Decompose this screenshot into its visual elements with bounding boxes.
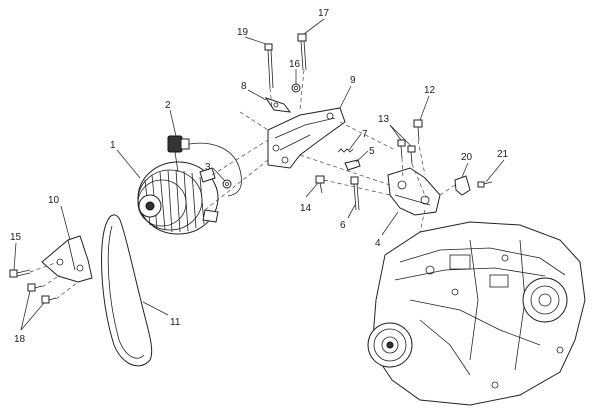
drive-belt <box>101 214 153 367</box>
screw-21 <box>477 181 493 188</box>
nut-3 <box>222 179 232 189</box>
callout-5: 5 <box>369 146 375 157</box>
bolt-12 <box>413 119 423 141</box>
clip <box>344 159 361 171</box>
bolts-18 <box>27 283 57 304</box>
bolt-19 <box>264 43 274 89</box>
callout-8: 8 <box>241 81 247 92</box>
lower-bracket <box>41 235 93 283</box>
bolt-6 <box>350 176 360 211</box>
callout-15: 15 <box>10 232 22 243</box>
mounting-bracket <box>267 107 346 169</box>
callout-7: 7 <box>362 129 368 140</box>
engine-block <box>367 221 586 406</box>
callout-10: 10 <box>48 195 60 206</box>
callout-numbers: 1 2 3 4 5 6 7 8 9 10 11 12 13 14 15 16 1… <box>10 8 509 345</box>
callout-3: 3 <box>205 162 211 173</box>
callout-2: 2 <box>165 100 171 111</box>
bolt-14 <box>315 175 325 194</box>
callout-19: 19 <box>237 27 249 38</box>
bolt-17 <box>297 33 307 71</box>
callout-12: 12 <box>424 85 436 96</box>
tensioner-bracket <box>387 167 441 216</box>
bracket-plate <box>264 97 292 113</box>
callout-18: 18 <box>14 334 26 345</box>
callout-11: 11 <box>170 317 181 328</box>
washer <box>291 83 301 93</box>
bolt-15 <box>9 269 31 278</box>
callout-1: 1 <box>110 140 116 151</box>
bolts-13 <box>397 139 416 165</box>
leader-lines <box>13 18 505 331</box>
callout-14: 14 <box>300 203 312 214</box>
callout-20: 20 <box>461 152 473 163</box>
callout-9: 9 <box>350 75 356 86</box>
alternator <box>137 161 219 235</box>
alignment-lines <box>29 69 456 300</box>
callout-21: 21 <box>497 149 509 160</box>
sensor <box>454 175 471 196</box>
callout-17: 17 <box>318 8 330 19</box>
connector-harness <box>167 135 242 197</box>
callout-4: 4 <box>375 238 381 249</box>
spring <box>337 148 354 153</box>
callout-16: 16 <box>289 59 301 70</box>
callout-6: 6 <box>340 220 346 231</box>
callout-13: 13 <box>378 114 390 125</box>
